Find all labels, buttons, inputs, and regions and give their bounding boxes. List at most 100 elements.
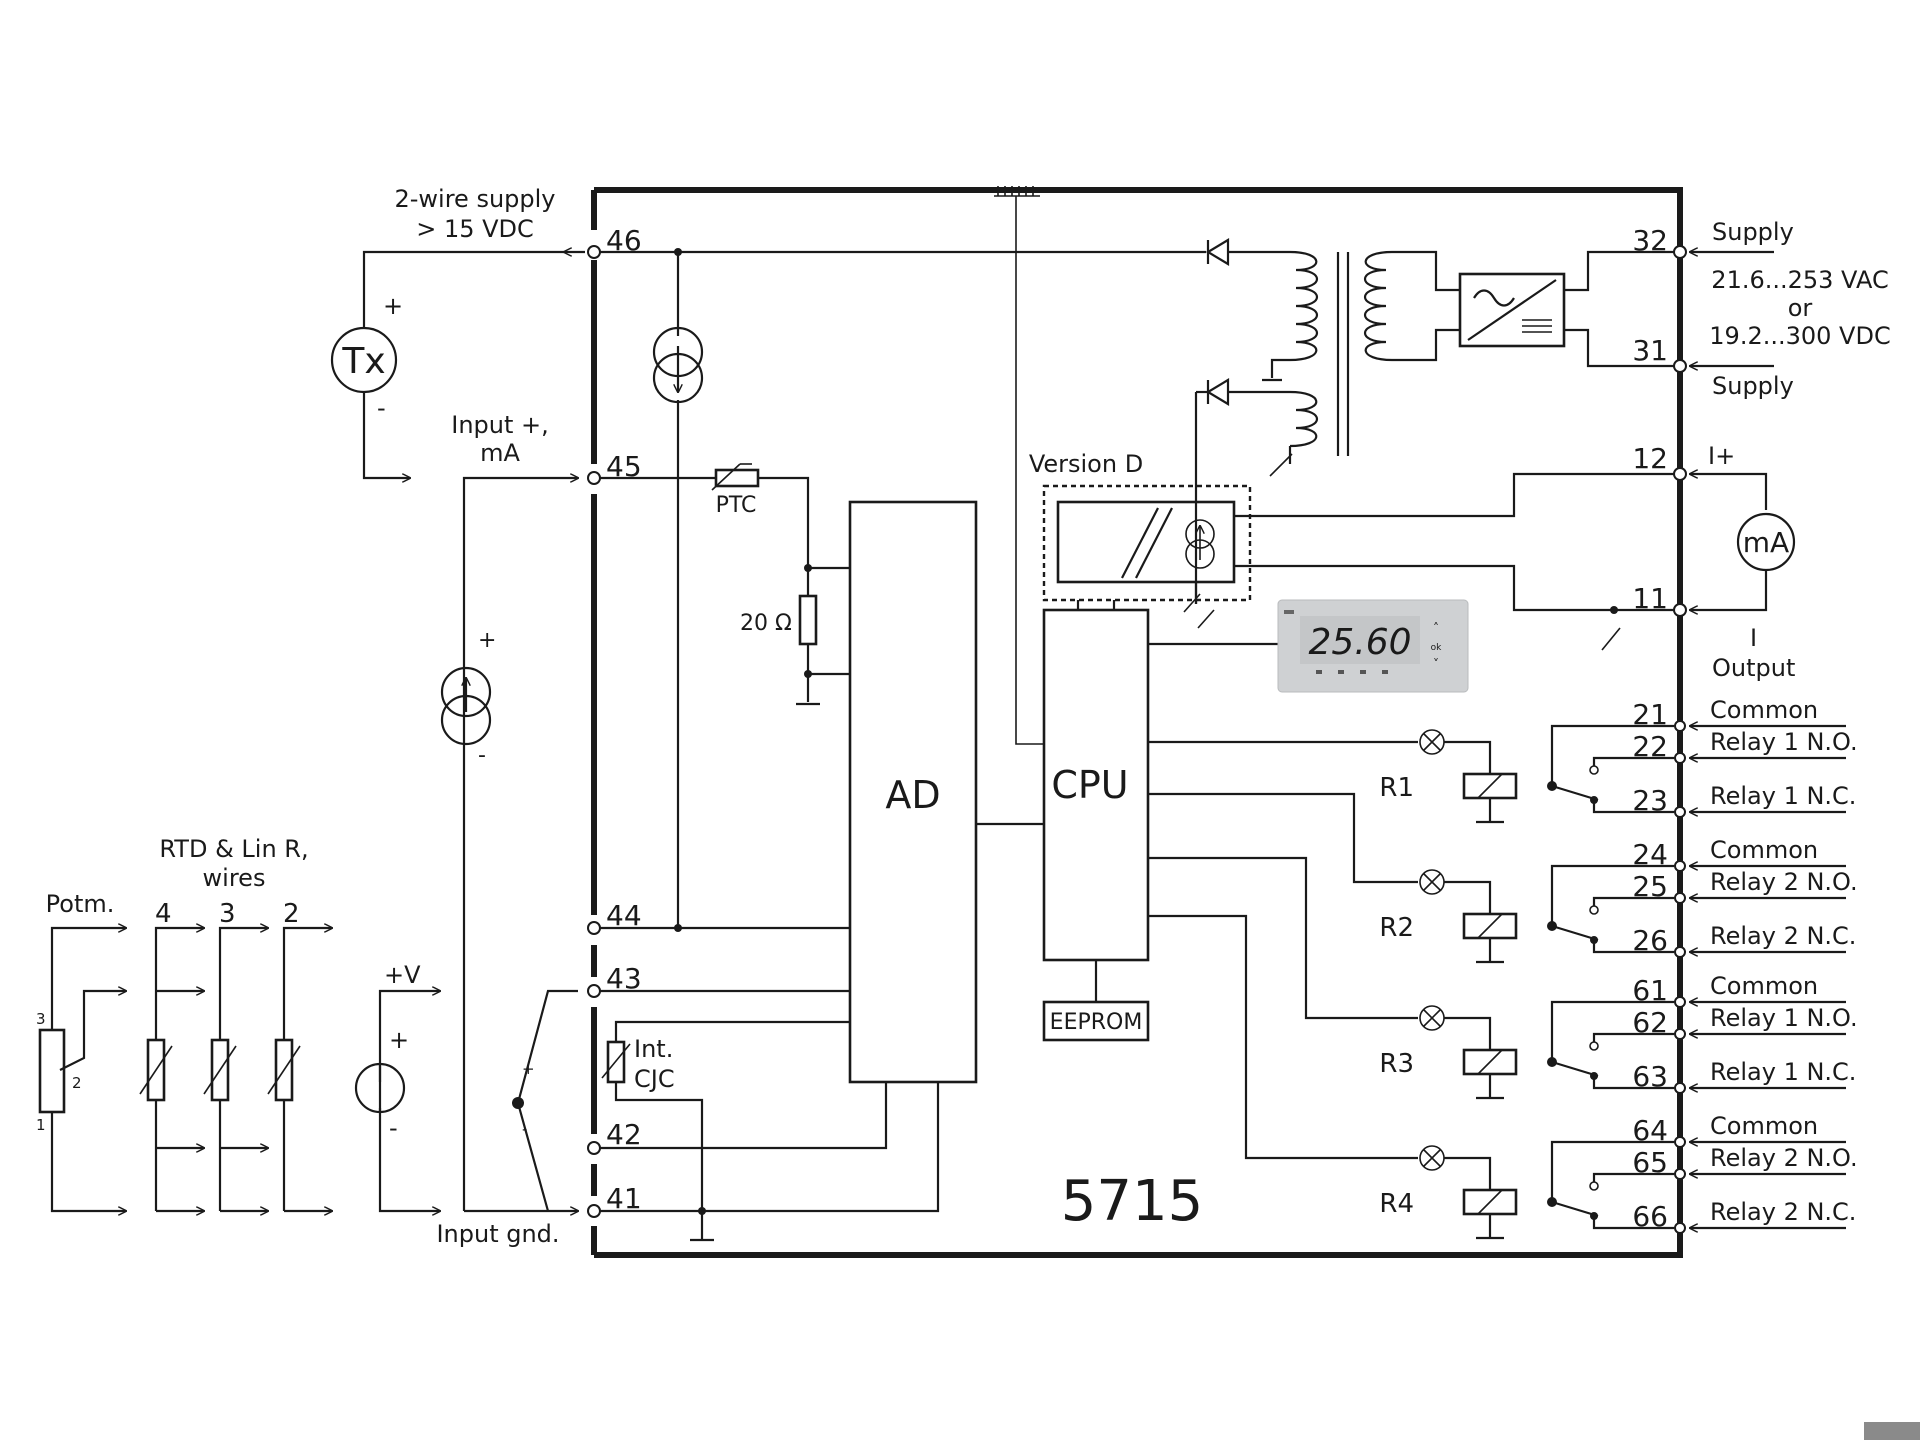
grille-icon xyxy=(994,186,1040,197)
relay-group-1: R1 21 22 23 Common Relay 1 N.O. Relay 1 … xyxy=(1379,696,1858,824)
svg-text:21.6...253 VAC: 21.6...253 VAC xyxy=(1711,266,1888,294)
isolated-output-block xyxy=(1042,484,1252,629)
svg-text:Output: Output xyxy=(1712,654,1795,682)
potentiometer-icon: 3 2 1 xyxy=(36,928,126,1211)
corner-tab xyxy=(1864,1422,1920,1440)
svg-text:-: - xyxy=(478,743,486,768)
two-wire-supply-label: 2-wire supply > 15 VDC xyxy=(394,185,555,243)
svg-text:RTD & Lin R,: RTD & Lin R, xyxy=(159,835,308,863)
svg-text:R1: R1 xyxy=(1379,773,1414,803)
svg-text:Relay 2 N.O.: Relay 2 N.O. xyxy=(1710,1144,1858,1172)
lcd-display: 25.60 ˄ ok ˅ xyxy=(1148,599,1469,693)
svg-text:2: 2 xyxy=(72,1074,82,1092)
cpu-block: CPU xyxy=(1042,608,1150,962)
svg-text:12: 12 xyxy=(1632,442,1668,475)
svg-text:2: 2 xyxy=(283,899,300,929)
svg-text:> 15 VDC: > 15 VDC xyxy=(416,215,534,243)
svg-text:ok: ok xyxy=(1431,643,1443,653)
svg-text:R2: R2 xyxy=(1379,913,1414,943)
svg-text:PTC: PTC xyxy=(716,493,757,518)
svg-text:EEPROM: EEPROM xyxy=(1050,1010,1143,1035)
output-12: 12 I+ xyxy=(1632,442,1768,510)
potm-label: Potm. xyxy=(46,890,115,918)
svg-text:Potm.: Potm. xyxy=(46,890,115,918)
rtd-3-wire: 3 xyxy=(203,899,268,1211)
shunt-resistor: 20 Ω xyxy=(740,568,850,706)
svg-text:˅: ˅ xyxy=(1433,657,1439,671)
supply-31: 31 Supply xyxy=(1632,334,1793,400)
svg-text:+V: +V xyxy=(384,961,421,989)
svg-text:Relay 1 N.C.: Relay 1 N.C. xyxy=(1710,1058,1856,1086)
eeprom-block: EEPROM xyxy=(1042,960,1150,1042)
svg-text:AD: AD xyxy=(885,773,940,817)
svg-text:wires: wires xyxy=(203,864,266,892)
svg-text:-: - xyxy=(389,1114,398,1142)
svg-text:I: I xyxy=(1750,624,1757,652)
svg-text:R3: R3 xyxy=(1379,1049,1414,1079)
relay-group-3: R3 61 62 63 Common Relay 1 N.O. Relay 1 … xyxy=(1379,972,1858,1100)
svg-text:or: or xyxy=(1788,294,1813,322)
svg-text:44: 44 xyxy=(606,899,642,932)
rtd-2-wire: 2 xyxy=(267,899,332,1211)
terminal-42: 42 xyxy=(587,1118,642,1155)
svg-text:19.2...300 VDC: 19.2...300 VDC xyxy=(1709,322,1890,350)
svg-text:-: - xyxy=(377,394,386,422)
supply-32: 32 Supply xyxy=(1632,218,1794,259)
transmitter-loop xyxy=(362,252,585,478)
ma-meter-icon: mA xyxy=(1736,512,1796,572)
svg-text:mA: mA xyxy=(1743,526,1789,559)
svg-text:I+: I+ xyxy=(1708,442,1735,470)
thermocouple-icon: + - xyxy=(512,989,578,1212)
terminal-43: 43 xyxy=(587,962,642,998)
svg-text:Int.: Int. xyxy=(634,1035,673,1063)
svg-text:20 Ω: 20 Ω xyxy=(740,611,792,636)
voltage-source-icon: +V + - xyxy=(354,961,440,1211)
supply-rail xyxy=(600,248,1206,932)
svg-text:Input +,: Input +, xyxy=(451,411,549,439)
svg-text:Input gnd.: Input gnd. xyxy=(436,1220,559,1248)
svg-text:Relay 2 N.O.: Relay 2 N.O. xyxy=(1710,868,1858,896)
svg-text:42: 42 xyxy=(606,1118,642,1151)
svg-text:mA: mA xyxy=(480,439,520,467)
svg-text:3: 3 xyxy=(36,1010,46,1028)
svg-text:32: 32 xyxy=(1632,224,1668,257)
svg-text:Supply: Supply xyxy=(1712,372,1794,400)
terminal-41: 41 xyxy=(587,1182,642,1218)
transformer-icon xyxy=(1262,250,1393,477)
input-gnd-label: Input gnd. xyxy=(436,1220,559,1248)
svg-text:+: + xyxy=(389,1026,409,1054)
svg-text:Common: Common xyxy=(1710,836,1818,864)
svg-text:Common: Common xyxy=(1710,1112,1818,1140)
svg-text:CJC: CJC xyxy=(634,1065,675,1093)
svg-text:+: + xyxy=(383,292,403,320)
diode-lower-icon xyxy=(1205,378,1230,406)
svg-text:25.60: 25.60 xyxy=(1308,622,1411,663)
relay-groups: R1 21 22 23 Common Relay 1 N.O. Relay 1 … xyxy=(1379,696,1858,1240)
model-number: 5715 xyxy=(1061,1169,1204,1234)
svg-text:Relay 2 N.C.: Relay 2 N.C. xyxy=(1710,922,1856,950)
relay-group-2: R2 24 25 26 Common Relay 2 N.O. Relay 2 … xyxy=(1379,836,1858,964)
svg-text:Relay 1 N.O.: Relay 1 N.O. xyxy=(1710,728,1858,756)
rtd-4-wire: 4 xyxy=(139,899,204,1211)
input-return-wires xyxy=(600,1082,940,1215)
svg-text:R4: R4 xyxy=(1379,1189,1414,1219)
svg-text:Common: Common xyxy=(1710,972,1818,1000)
analog-output-wires xyxy=(1234,472,1674,651)
svg-text:Version D: Version D xyxy=(1029,450,1143,478)
svg-text:11: 11 xyxy=(1632,582,1668,615)
svg-text:1: 1 xyxy=(36,1116,46,1134)
svg-text:2-wire supply: 2-wire supply xyxy=(394,185,555,213)
svg-text:-: - xyxy=(522,1120,527,1138)
input-ma-label: Input +, mA xyxy=(451,411,549,467)
cjc-sensor: Int. CJC xyxy=(600,989,850,1242)
ad-converter-block: AD xyxy=(848,500,978,1084)
svg-text:5715: 5715 xyxy=(1061,1169,1204,1234)
relay-group-4: R4 64 65 66 Common Relay 2 N.O. Relay 2 … xyxy=(1379,1112,1858,1240)
svg-text:Relay 1 N.C.: Relay 1 N.C. xyxy=(1710,782,1856,810)
svg-text:+: + xyxy=(478,628,496,653)
svg-text:Relay 1 N.O.: Relay 1 N.O. xyxy=(1710,1004,1858,1032)
supply-range-label: 21.6...253 VAC or 19.2...300 VDC xyxy=(1709,266,1890,350)
current-source-icon: + - xyxy=(440,628,496,768)
current-input-loop xyxy=(462,478,578,1211)
